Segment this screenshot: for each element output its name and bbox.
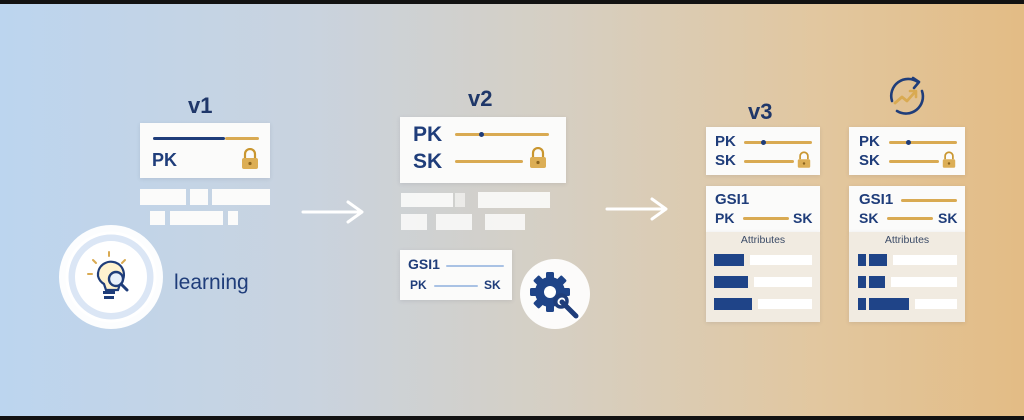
v3-table-a-key-card: PK SK xyxy=(706,127,820,175)
v2-table-card: PK SK xyxy=(400,117,566,183)
v3-b-pk-line xyxy=(889,141,957,144)
v3-b-gsi-line xyxy=(887,217,933,220)
v3-b-attr-bar xyxy=(915,299,957,309)
arrow-right-icon xyxy=(301,200,364,224)
version-label-v3: v3 xyxy=(748,99,773,124)
v2-attr-block xyxy=(401,193,453,207)
v2-gsi-sk-label: SK xyxy=(484,278,501,292)
v1-attr-block xyxy=(170,211,223,225)
v2-attr-block xyxy=(455,193,465,207)
v3-b-attr-fill xyxy=(869,276,885,288)
v3-table-a-attributes-card: Attributes xyxy=(706,232,820,322)
v3-a-attr-fill xyxy=(714,276,748,288)
v2-pk-marker xyxy=(479,132,484,137)
v3-a-pk-label: PK xyxy=(715,133,736,150)
lock-icon xyxy=(797,151,811,168)
gear-wrench-icon xyxy=(520,259,590,329)
v2-sk-line xyxy=(455,160,523,163)
v1-attr-block xyxy=(228,211,238,225)
v1-attr-block xyxy=(150,211,165,225)
v3-table-b-gsi-card: GSI1 SK SK xyxy=(849,186,965,232)
v3-a-gsi-title: GSI1 xyxy=(715,191,750,208)
v2-gsi-card: GSI1 PK SK xyxy=(400,250,512,300)
v2-pk-label: PK xyxy=(413,123,443,146)
lock-icon xyxy=(242,148,258,169)
v2-attr-block xyxy=(478,192,550,208)
v3-a-gsi-line xyxy=(743,217,789,220)
refresh-trend-icon xyxy=(889,76,925,115)
v3-b-sk-line xyxy=(889,160,939,163)
v3-b-gsi-title-line xyxy=(901,199,957,202)
v3-a-pk-line xyxy=(744,141,812,144)
v2-gsi-title-line xyxy=(446,265,504,267)
lock-icon xyxy=(530,147,546,168)
v2-attr-block xyxy=(436,214,472,230)
v3-b-gsi-title: GSI1 xyxy=(859,191,894,208)
v1-pk-label: PK xyxy=(152,150,178,170)
v3-a-gsi-sk: SK xyxy=(793,210,813,226)
v3-a-attributes-label: Attributes xyxy=(740,234,786,246)
v1-attr-block xyxy=(190,189,208,205)
top-frame-border xyxy=(0,0,1024,4)
v3-a-attr-bar xyxy=(754,277,812,287)
v3-b-pk-label: PK xyxy=(859,133,880,150)
v1-attr-block xyxy=(140,189,186,205)
v3-a-gsi-pk: PK xyxy=(715,210,735,226)
v3-b-attr-fill xyxy=(858,254,866,266)
v3-b-attr-fill xyxy=(869,254,887,266)
v1-caption: learning xyxy=(174,271,249,294)
version-label-v2: v2 xyxy=(468,86,493,111)
v3-b-attr-bar xyxy=(891,277,957,287)
v3-b-attr-fill xyxy=(858,276,866,288)
v3-a-attr-bar xyxy=(758,299,812,309)
v3-table-b-key-card: PK SK xyxy=(849,127,965,175)
v3-table-b-attributes-card: Attributes xyxy=(849,232,965,322)
v3-b-attr-fill xyxy=(869,298,909,310)
v2-attr-block xyxy=(401,214,427,230)
v1-key-line-navy xyxy=(153,137,225,140)
lightbulb-magnifier-icon xyxy=(59,225,163,329)
v3-b-pk-marker xyxy=(906,140,911,145)
v2-attr-block xyxy=(485,214,525,230)
v3-b-attr-bar xyxy=(893,255,957,265)
v2-gsi-key-line xyxy=(434,285,478,287)
v1-table-card: PK xyxy=(140,123,270,178)
version-label-v1: v1 xyxy=(188,93,213,118)
v3-b-gsi-pk: SK xyxy=(859,210,879,226)
v2-sk-label: SK xyxy=(413,150,443,173)
lock-icon xyxy=(942,151,956,168)
v3-a-attr-fill xyxy=(714,298,752,310)
v3-b-sk-label: SK xyxy=(859,152,880,169)
v2-pk-line xyxy=(455,133,549,136)
v3-a-attr-bar xyxy=(750,255,812,265)
arrow-right-icon xyxy=(605,197,668,221)
v1-key-line-gold xyxy=(225,137,259,140)
bottom-frame-border xyxy=(0,416,1024,420)
v3-a-attr-fill xyxy=(714,254,744,266)
v2-gsi-pk-label: PK xyxy=(410,278,427,292)
v1-attr-block xyxy=(212,189,270,205)
v2-gsi-title: GSI1 xyxy=(408,256,440,272)
v3-b-gsi-sk: SK xyxy=(938,210,958,226)
v3-b-attributes-label: Attributes xyxy=(884,234,930,246)
v3-table-a-gsi-card: GSI1 PK SK xyxy=(706,186,820,232)
v3-b-attr-fill xyxy=(858,298,866,310)
v3-a-sk-label: SK xyxy=(715,152,736,169)
v3-a-sk-line xyxy=(744,160,794,163)
v3-a-pk-marker xyxy=(761,140,766,145)
